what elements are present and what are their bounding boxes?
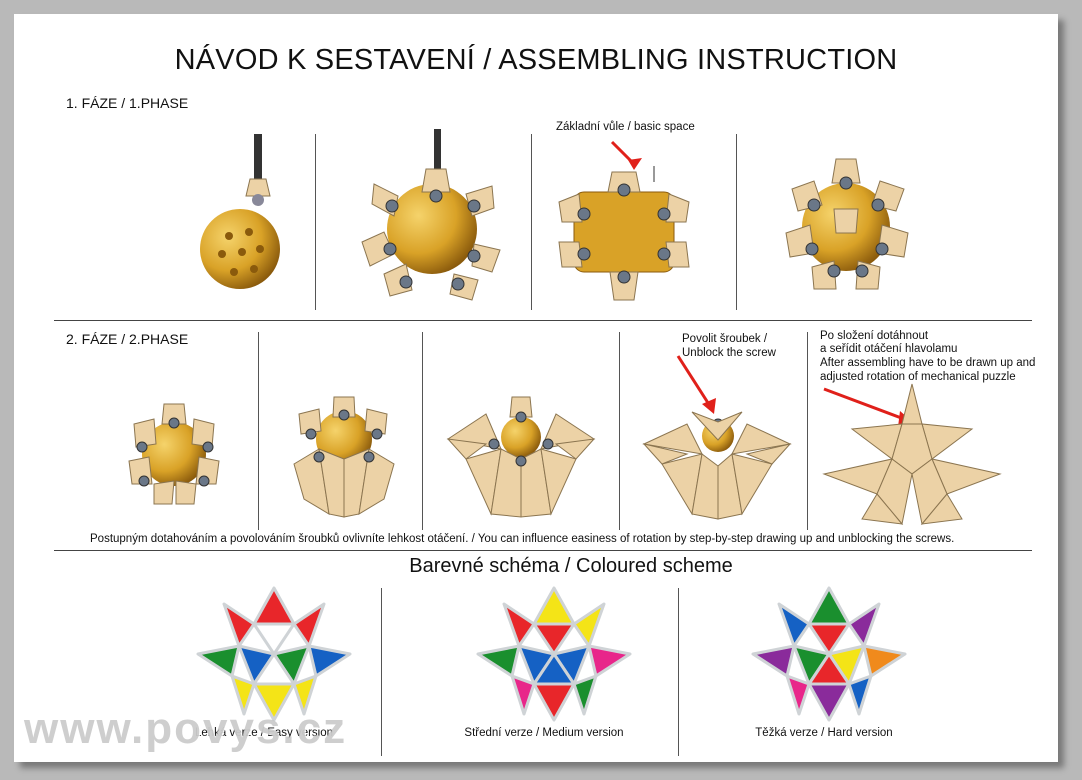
phase1-step1-illustration	[200, 134, 280, 289]
phase1-step2-illustration	[361, 129, 501, 301]
phase-divider	[54, 320, 1032, 321]
divider	[736, 134, 737, 310]
phase2-label: 2. FÁZE / 2.PHASE	[66, 331, 189, 347]
phase2-step4-illustration	[642, 355, 792, 520]
final-annotation-line2: a seřídit otáčení hlavolamu	[820, 343, 958, 355]
page-title: NÁVOD K SESTAVENÍ / ASSEMBLING INSTRUCTI…	[174, 44, 898, 76]
divider	[422, 332, 423, 530]
final-annotation-line1: Po složení dotáhnout	[820, 330, 929, 342]
divider	[315, 134, 316, 310]
phase1-step3-illustration	[558, 140, 690, 301]
final-annotation-line3: After assembling have to be drawn up and	[820, 357, 1036, 369]
medium-version-illustration	[476, 586, 632, 722]
hard-version-caption: Těžká verze / Hard version	[755, 727, 893, 739]
phase1-step4-illustration	[785, 158, 909, 290]
watermark-logo: www.povys.cz	[24, 704, 348, 753]
easy-version-illustration	[196, 586, 352, 722]
phase1-label: 1. FÁZE / 1.PHASE	[66, 95, 189, 111]
phase2-step3-illustration	[446, 396, 596, 518]
phase2-step1-illustration	[128, 403, 220, 505]
medium-version-caption: Střední verze / Medium version	[464, 727, 624, 739]
instruction-sheet: NÁVOD K SESTAVENÍ / ASSEMBLING INSTRUCTI…	[14, 14, 1058, 762]
phase2-step5-illustration	[822, 383, 1002, 526]
divider	[807, 332, 808, 530]
divider	[678, 588, 679, 756]
unblock-screw-annotation-line2: Unblock the screw	[682, 347, 776, 359]
divider	[381, 588, 382, 756]
divider	[619, 332, 620, 530]
divider	[258, 332, 259, 530]
easy-version-caption: Lehká verze / Easy version	[194, 727, 334, 739]
unblock-screw-annotation-line1: Povolit šroubek /	[682, 333, 768, 345]
final-annotation-line4: adjusted rotation of mechanical puzzle	[820, 371, 1016, 383]
section-divider	[54, 550, 1032, 551]
rotation-footnote: Postupným dotahováním a povolováním šrou…	[90, 533, 955, 545]
phase2-step2-illustration	[293, 396, 395, 518]
hard-version-illustration	[751, 586, 907, 722]
basic-space-annotation: Základní vůle / basic space	[556, 121, 695, 133]
scheme-title: Barevné schéma / Coloured scheme	[409, 555, 733, 577]
divider	[531, 134, 532, 310]
